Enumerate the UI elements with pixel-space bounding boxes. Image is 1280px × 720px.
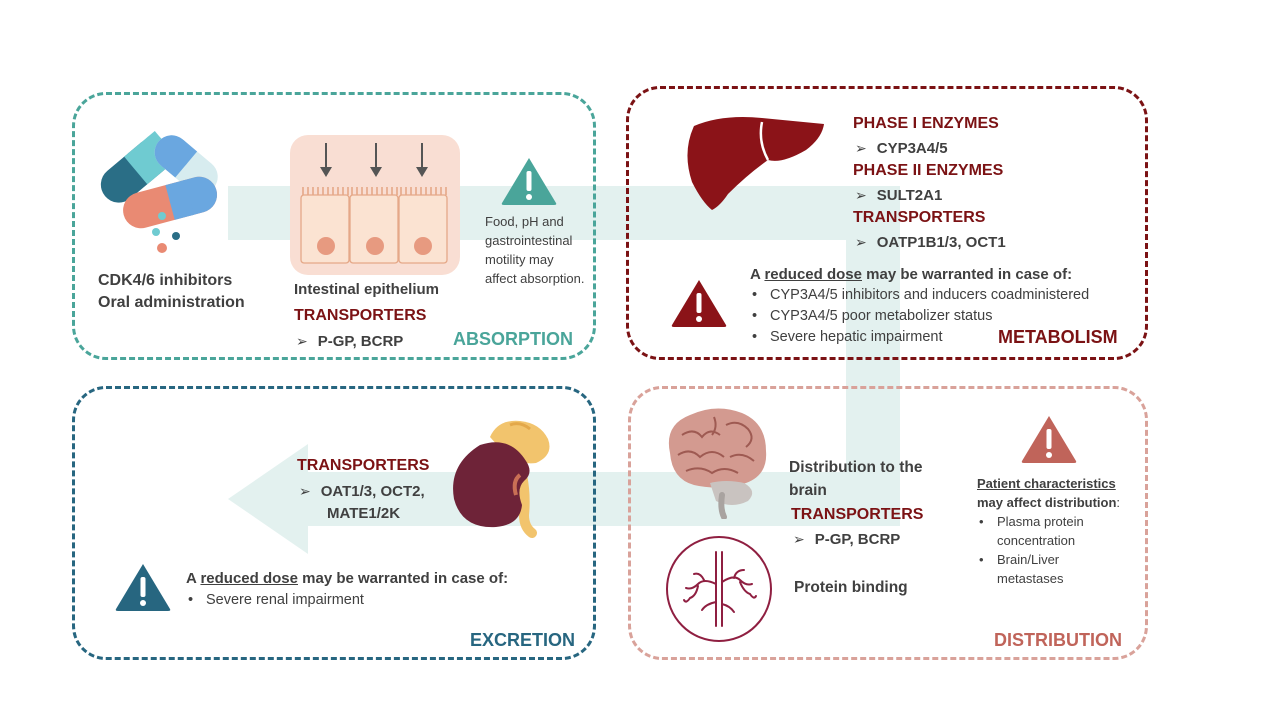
chevron-right-icon: ➢ <box>855 234 867 250</box>
list-item: Severe renal impairment <box>186 590 364 610</box>
excretion-conditions: Severe renal impairment <box>186 590 364 610</box>
brain-distribution-label: Distribution to the <box>789 459 923 476</box>
administration-route: Oral administration <box>98 294 245 311</box>
list-item: CYP3A4/5 poor metabolizer status <box>750 306 1089 327</box>
patient-characteristics-note: may affect distribution <box>977 495 1117 510</box>
distribution-transporters-title: TRANSPORTERS <box>791 506 924 523</box>
dose-prefix: A <box>750 266 765 283</box>
colon: : <box>1116 495 1121 510</box>
list-item: Plasma protein concentration <box>977 512 1107 550</box>
chevron-right-icon: ➢ <box>855 187 867 203</box>
pills-icon <box>100 130 218 253</box>
absorption-panel <box>72 92 596 360</box>
intestinal-epithelium-icon <box>290 135 460 275</box>
excretion-panel <box>72 386 596 660</box>
excretion-transporters-title: TRANSPORTERS <box>297 457 430 474</box>
warning-icon <box>115 564 171 611</box>
absorption-transporters: P-GP, BCRP <box>317 333 404 350</box>
epithelium-label: Intestinal epithelium <box>294 281 440 298</box>
chevron-right-icon: ➢ <box>793 531 805 547</box>
absorption-transporters-title: TRANSPORTERS <box>294 307 427 324</box>
distribution-factors: Plasma protein concentration Brain/Liver… <box>977 512 1107 588</box>
phase2-title: PHASE II ENZYMES <box>853 162 1004 179</box>
reduced-dose: reduced dose <box>200 570 298 587</box>
distribution-transporters: P-GP, BCRP <box>814 531 901 548</box>
patient-characteristics: Patient characteristics <box>977 476 1116 491</box>
kidney-icon <box>453 420 550 538</box>
chevron-right-icon: ➢ <box>299 483 311 499</box>
dose-suffix: may be warranted in case of: <box>297 570 509 587</box>
absorption-warning-note: Food, pH and gastrointestinal motility m… <box>485 214 585 286</box>
metabolism-panel <box>626 86 1148 360</box>
warning-icon <box>671 280 727 327</box>
absorption-label: ABSORPTION <box>453 329 574 349</box>
metabolism-conditions: CYP3A4/5 inhibitors and inducers coadmin… <box>750 285 1089 348</box>
list-item: Severe hepatic impairment <box>750 327 1089 348</box>
drug-name: CDK4/6 inhibitors <box>98 272 233 289</box>
brain-distribution-label-cont: brain <box>789 482 827 499</box>
metabolism-transporters: OATP1B1/3, OCT1 <box>876 234 1006 251</box>
phase2-enzyme: SULT2A1 <box>876 187 943 204</box>
dose-suffix: may be warranted in case of: <box>861 266 1073 283</box>
list-item: Brain/Liver metastases <box>977 550 1107 588</box>
distribution-panel <box>628 386 1148 660</box>
excretion-transporters: OAT1/3, OCT2, <box>320 483 425 500</box>
metabolism-transporters-title: TRANSPORTERS <box>853 209 986 226</box>
reduced-dose: reduced dose <box>764 266 862 283</box>
chevron-right-icon: ➢ <box>296 333 308 349</box>
dose-prefix: A <box>186 570 201 587</box>
liver-icon <box>687 117 824 210</box>
excretion-label: EXCRETION <box>470 630 576 650</box>
warning-icon <box>501 158 557 205</box>
phase1-enzyme: CYP3A4/5 <box>876 140 948 157</box>
excretion-transporters-cont: MATE1/2K <box>327 505 401 522</box>
phase1-title: PHASE I ENZYMES <box>853 115 999 132</box>
distribution-label: DISTRIBUTION <box>994 630 1122 650</box>
list-item: CYP3A4/5 inhibitors and inducers coadmin… <box>750 285 1089 306</box>
brain-icon <box>668 408 767 519</box>
warning-icon <box>1021 416 1077 463</box>
protein-binding-icon <box>666 536 772 642</box>
chevron-right-icon: ➢ <box>855 140 867 156</box>
protein-binding-label: Protein binding <box>794 579 908 596</box>
metabolism-label: METABOLISM <box>998 327 1118 347</box>
